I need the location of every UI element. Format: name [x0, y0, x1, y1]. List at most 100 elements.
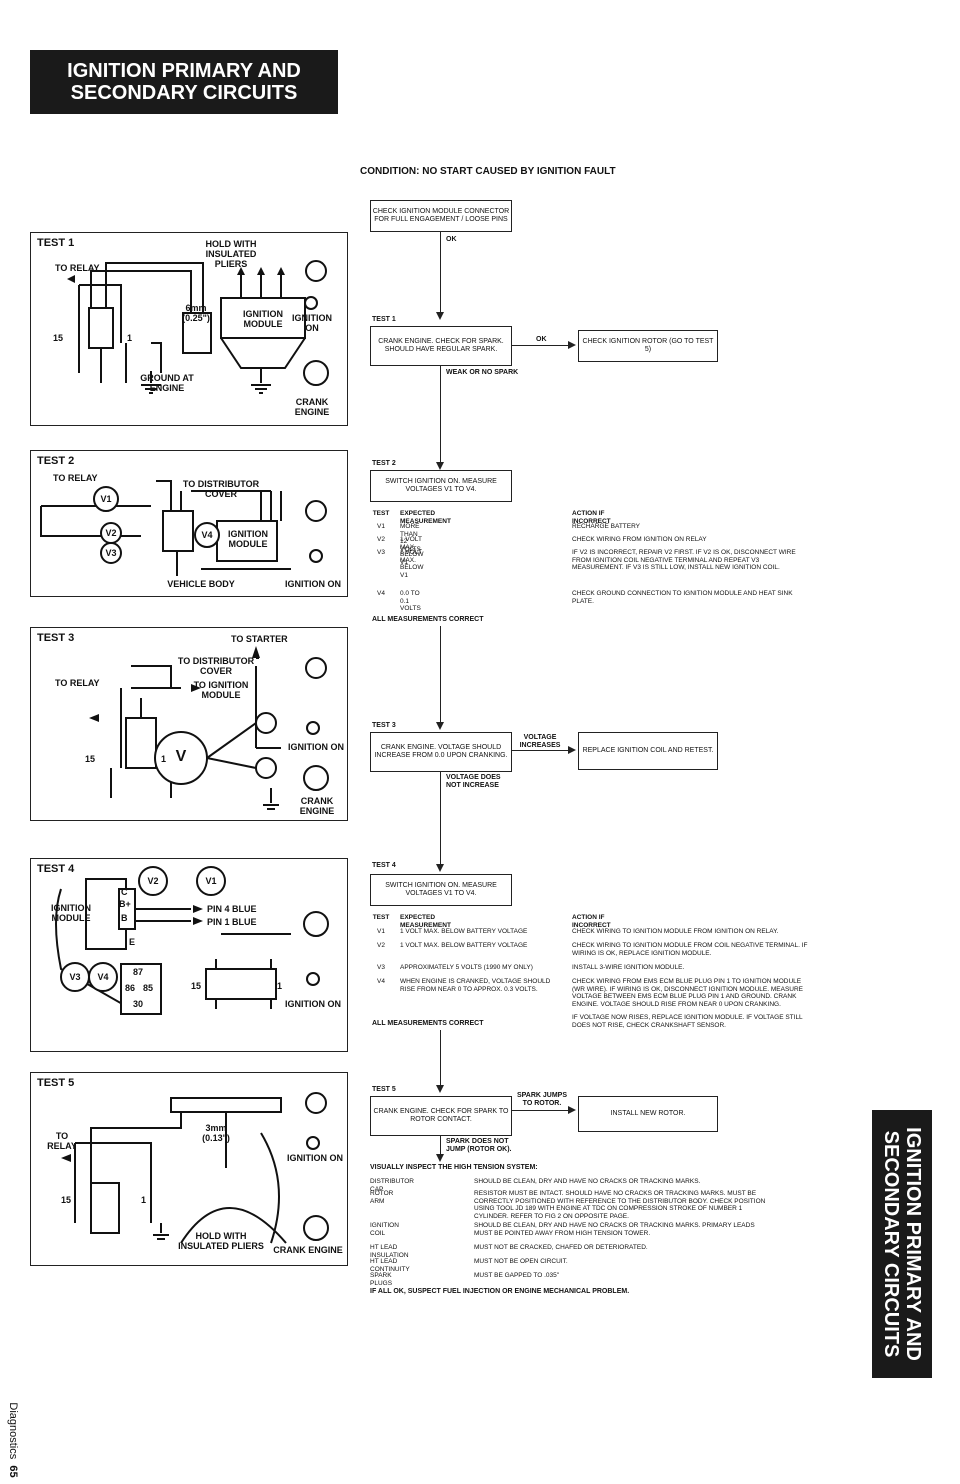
flow-box-switch-test2: SWITCH IGNITION ON. MEASURE VOLTAGES V1 …	[370, 470, 512, 502]
table2-cell-action: CHECK GROUND CONNECTION TO IGNITION MODU…	[572, 590, 793, 605]
visual-item-key: IGNITION COIL	[370, 1222, 399, 1237]
test4-module-label: IGNITION MODULE	[51, 903, 91, 923]
test5-gap-label: 3mm (0.13")	[202, 1123, 230, 1143]
table2-cell-test: V3	[377, 549, 385, 556]
test3-terminal-15: 15	[85, 754, 96, 764]
flow-box-switch-test4: SWITCH IGNITION ON. MEASURE VOLTAGES V1 …	[370, 874, 512, 906]
test2-v1-label: V1	[100, 494, 112, 504]
test4-v4-label: V4	[97, 972, 109, 982]
visual-inspect-title: VISUALLY INSPECT THE HIGH TENSION SYSTEM…	[370, 1164, 538, 1171]
table4-cell-expected: 1 VOLT MAX. BELOW BATTERY VOLTAGE	[400, 928, 528, 935]
flow-arrow-3	[436, 722, 444, 730]
test3-distributor-label: TO DISTRIBUTOR COVER	[177, 656, 255, 676]
test5-ignition-on-label: IGNITION ON	[287, 1153, 343, 1163]
visual-item-key: HT LEAD INSULATION	[370, 1244, 409, 1259]
page-footer: Diagnostics 65	[6, 1402, 20, 1477]
table2-header-expected: EXPECTED MEASUREMENT	[400, 510, 451, 525]
test3-module-label: TO IGNITION MODULE	[193, 680, 249, 700]
test4-v2-label: V2	[147, 876, 159, 886]
table4-cell-test: V2	[377, 942, 385, 949]
flow-test2-label: TEST 2	[372, 460, 396, 467]
flow-label-ok-1: OK	[446, 236, 457, 243]
flow-arrow-2	[436, 462, 444, 470]
flow-label-voltage-increases: VOLTAGE INCREASES	[519, 734, 561, 749]
test1-hold-label: HOLD WITH INSULATED PLIERS	[205, 239, 257, 269]
test1-ignition-on-label: IGNITION ON	[292, 313, 332, 333]
footer-page-number: 65	[7, 1465, 19, 1478]
flow-line-2	[440, 365, 441, 465]
flow-line-volt-inc	[511, 750, 571, 751]
test4-pin1-label: PIN 1 BLUE	[207, 917, 257, 927]
flow-box-install-rotor: INSTALL NEW ROTOR.	[578, 1096, 718, 1132]
test4-pin4-label: PIN 4 BLUE	[207, 904, 257, 914]
test4-relay-85: 85	[143, 983, 154, 993]
flow-arrow-5	[436, 1085, 444, 1093]
visual-item-key: ROTOR ARM	[370, 1190, 394, 1205]
test2-wiring-diagram	[40, 480, 327, 576]
test5-terminal-1: 1	[141, 1195, 147, 1205]
table2-header-test: TEST	[372, 510, 390, 517]
table4-cell-action: INSTALL 3-WIRE IGNITION MODULE.	[572, 964, 685, 971]
test4-v3-label: V3	[69, 972, 81, 982]
table4-cell-expected: 1 VOLT MAX. BELOW BATTERY VOLTAGE	[400, 942, 528, 949]
test4-pin-bplus: B+	[119, 899, 131, 909]
flow-label-voltage-not-increase: VOLTAGE DOES NOT INCREASE	[446, 774, 501, 789]
table2-cell-expected: 1 VOLT MAX. BELOW V1	[400, 536, 424, 566]
visual-item-key: SPARK PLUGS	[370, 1272, 393, 1287]
test4-relay-30: 30	[133, 999, 144, 1009]
table4-cell-test: V3	[377, 964, 385, 971]
flow-label-ok-2: OK	[536, 336, 547, 343]
test1-gap-label: 6mm (0.25")	[182, 303, 210, 323]
flow-line-4	[440, 771, 441, 867]
test5-diagram-title: TEST 5	[37, 1077, 75, 1089]
visual-item-value: MUST NOT BE CRACKED, CHAFED OR DETERIORA…	[474, 1244, 648, 1251]
flow-label-weak-spark: WEAK OR NO SPARK	[446, 369, 519, 376]
visual-item-value: MUST NOT BE OPEN CIRCUIT.	[474, 1258, 568, 1265]
test2-module-label: IGNITION MODULE	[228, 529, 268, 549]
table2-cell-test: V1	[377, 523, 385, 530]
side-tab-line1: IGNITION PRIMARY AND	[902, 1127, 924, 1361]
test2-relay-label: TO RELAY	[53, 473, 98, 483]
test2-diagram-panel: TEST 2 TO RELAY TO DISTRIBUTOR COVER IGN…	[30, 450, 348, 597]
test2-vehicle-body-label: VEHICLE BODY	[167, 579, 235, 589]
test4-relay-86: 86	[125, 983, 136, 993]
page-title-line1: IGNITION PRIMARY AND	[67, 60, 301, 82]
table2-cell-expected: 1 VOLT MAX. BELOW V1	[400, 549, 424, 579]
visual-item-key: HT LEAD CONTINUITY	[370, 1258, 410, 1273]
flow-box-check-connector: CHECK IGNITION MODULE CONNECTOR FOR FULL…	[370, 200, 512, 232]
table2-cell-action: IF V2 IS INCORRECT, REPAIR V2 FIRST. IF …	[572, 549, 796, 571]
test5-diagram-panel: TEST 5 TO RELAY 3mm (0.13") HOLD WITH IN…	[30, 1072, 348, 1266]
table4-cell-expected: WHEN ENGINE IS CRANKED, VOLTAGE SHOULD R…	[400, 978, 551, 993]
test1-crank-label: CRANK ENGINE	[294, 397, 330, 417]
test4-diagram-panel: TEST 4 IGNITION MODULE PIN 4 BLUE PIN 1 …	[30, 858, 348, 1052]
test1-diagram-panel: TEST 1 HOLD WITH INSULATED PLIERS TO REL…	[30, 232, 348, 426]
flow-arrow-volt-inc	[568, 746, 576, 754]
table4-header-expected: EXPECTED MEASUREMENT	[400, 914, 451, 929]
table4-cell-test: V1	[377, 928, 385, 935]
table4-cell-test: V4	[377, 978, 385, 985]
footer-text: Diagnostics 65	[7, 1402, 19, 1477]
visual-item-value: RESISTOR MUST BE INTACT. SHOULD HAVE NO …	[474, 1190, 766, 1220]
test2-v2-label: V2	[105, 528, 117, 538]
test5-relay-label: TO RELAY	[47, 1131, 77, 1151]
test1-diagram-title: TEST 1	[37, 237, 75, 249]
flow-test3-label: TEST 3	[372, 722, 396, 729]
test2-v3-label: V3	[105, 548, 117, 558]
flow-line-1	[440, 231, 441, 314]
table2-cell-expected: 0.0 TO 0.1 VOLTS	[400, 590, 421, 612]
test3-terminal-1: 1	[161, 754, 167, 764]
test2-v4-label: V4	[201, 530, 213, 540]
table2-cell-test: V4	[377, 590, 385, 597]
test1-terminal-15: 15	[53, 333, 64, 343]
flow-line-3	[440, 626, 441, 726]
flow-arrow-6	[436, 1154, 444, 1162]
test3-relay-label: TO RELAY	[55, 678, 100, 688]
visual-item-value: SHOULD BE CLEAN, DRY AND HAVE NO CRACKS …	[474, 1222, 755, 1237]
test2-distributor-label: TO DISTRIBUTOR COVER	[182, 479, 260, 499]
test4-pin-b: B	[121, 913, 128, 923]
test2-ignition-on-label: IGNITION ON	[285, 579, 341, 589]
table2-cell-action: CHECK WIRING FROM IGNITION ON RELAY	[572, 536, 707, 543]
table4-all-correct: ALL MEASUREMENTS CORRECT	[372, 1020, 484, 1027]
test4-measurement-table: TEST EXPECTED MEASUREMENT ACTION IF INCO…	[370, 914, 820, 1024]
